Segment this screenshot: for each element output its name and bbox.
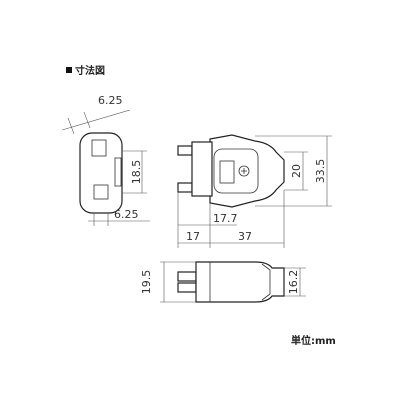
dim-label-front-body-length: 37 bbox=[238, 230, 252, 243]
dim-label-side-height: 18.5 bbox=[130, 160, 143, 185]
dim-line-side-top bbox=[61, 109, 131, 131]
dim-label-front-pin-length: 17 bbox=[186, 230, 200, 243]
side-view-edge-notch bbox=[114, 157, 122, 187]
front-body-neck bbox=[191, 141, 213, 197]
drawing-title-text: 寸法図 bbox=[75, 66, 105, 77]
dim-label-side-bottom: 6.25 bbox=[114, 208, 139, 221]
dim-label-front-inner-height: 20 bbox=[290, 164, 303, 178]
bottom-pin-top bbox=[177, 271, 197, 282]
side-view-top-slot bbox=[91, 139, 107, 157]
dim-label-bottom-end-height: 16.2 bbox=[287, 270, 300, 295]
drawing-title: 寸法図 bbox=[66, 62, 105, 77]
dim-label-side-top: 6.25 bbox=[98, 94, 123, 107]
side-view: 6.25 18.5 6.25 bbox=[61, 94, 150, 226]
bottom-pin-bottom bbox=[177, 282, 197, 293]
front-view: 20 33.5 17.7 17 37 bbox=[177, 134, 332, 248]
dim-ext-side-top-b bbox=[83, 111, 91, 129]
side-view-bottom-slot bbox=[93, 184, 109, 200]
front-screw-icon bbox=[238, 165, 250, 177]
front-pin-bottom bbox=[177, 182, 193, 193]
side-view-body bbox=[79, 132, 123, 214]
dim-ext-side-top-a bbox=[67, 117, 75, 135]
front-terminal-block bbox=[219, 160, 235, 184]
front-pin-top bbox=[177, 145, 193, 156]
dim-label-front-inner-length: 17.7 bbox=[213, 212, 238, 225]
front-body-inner-window bbox=[213, 148, 259, 194]
bottom-body-outline bbox=[195, 261, 285, 303]
bottom-body-end-cap bbox=[261, 263, 271, 301]
dim-label-front-outer-height: 33.5 bbox=[314, 159, 327, 184]
unit-label: 単位:mm bbox=[291, 336, 336, 347]
dim-label-bottom-height: 19.5 bbox=[140, 270, 153, 295]
bottom-view: 19.5 16.2 bbox=[140, 261, 306, 303]
bullet-square-icon bbox=[66, 66, 72, 73]
